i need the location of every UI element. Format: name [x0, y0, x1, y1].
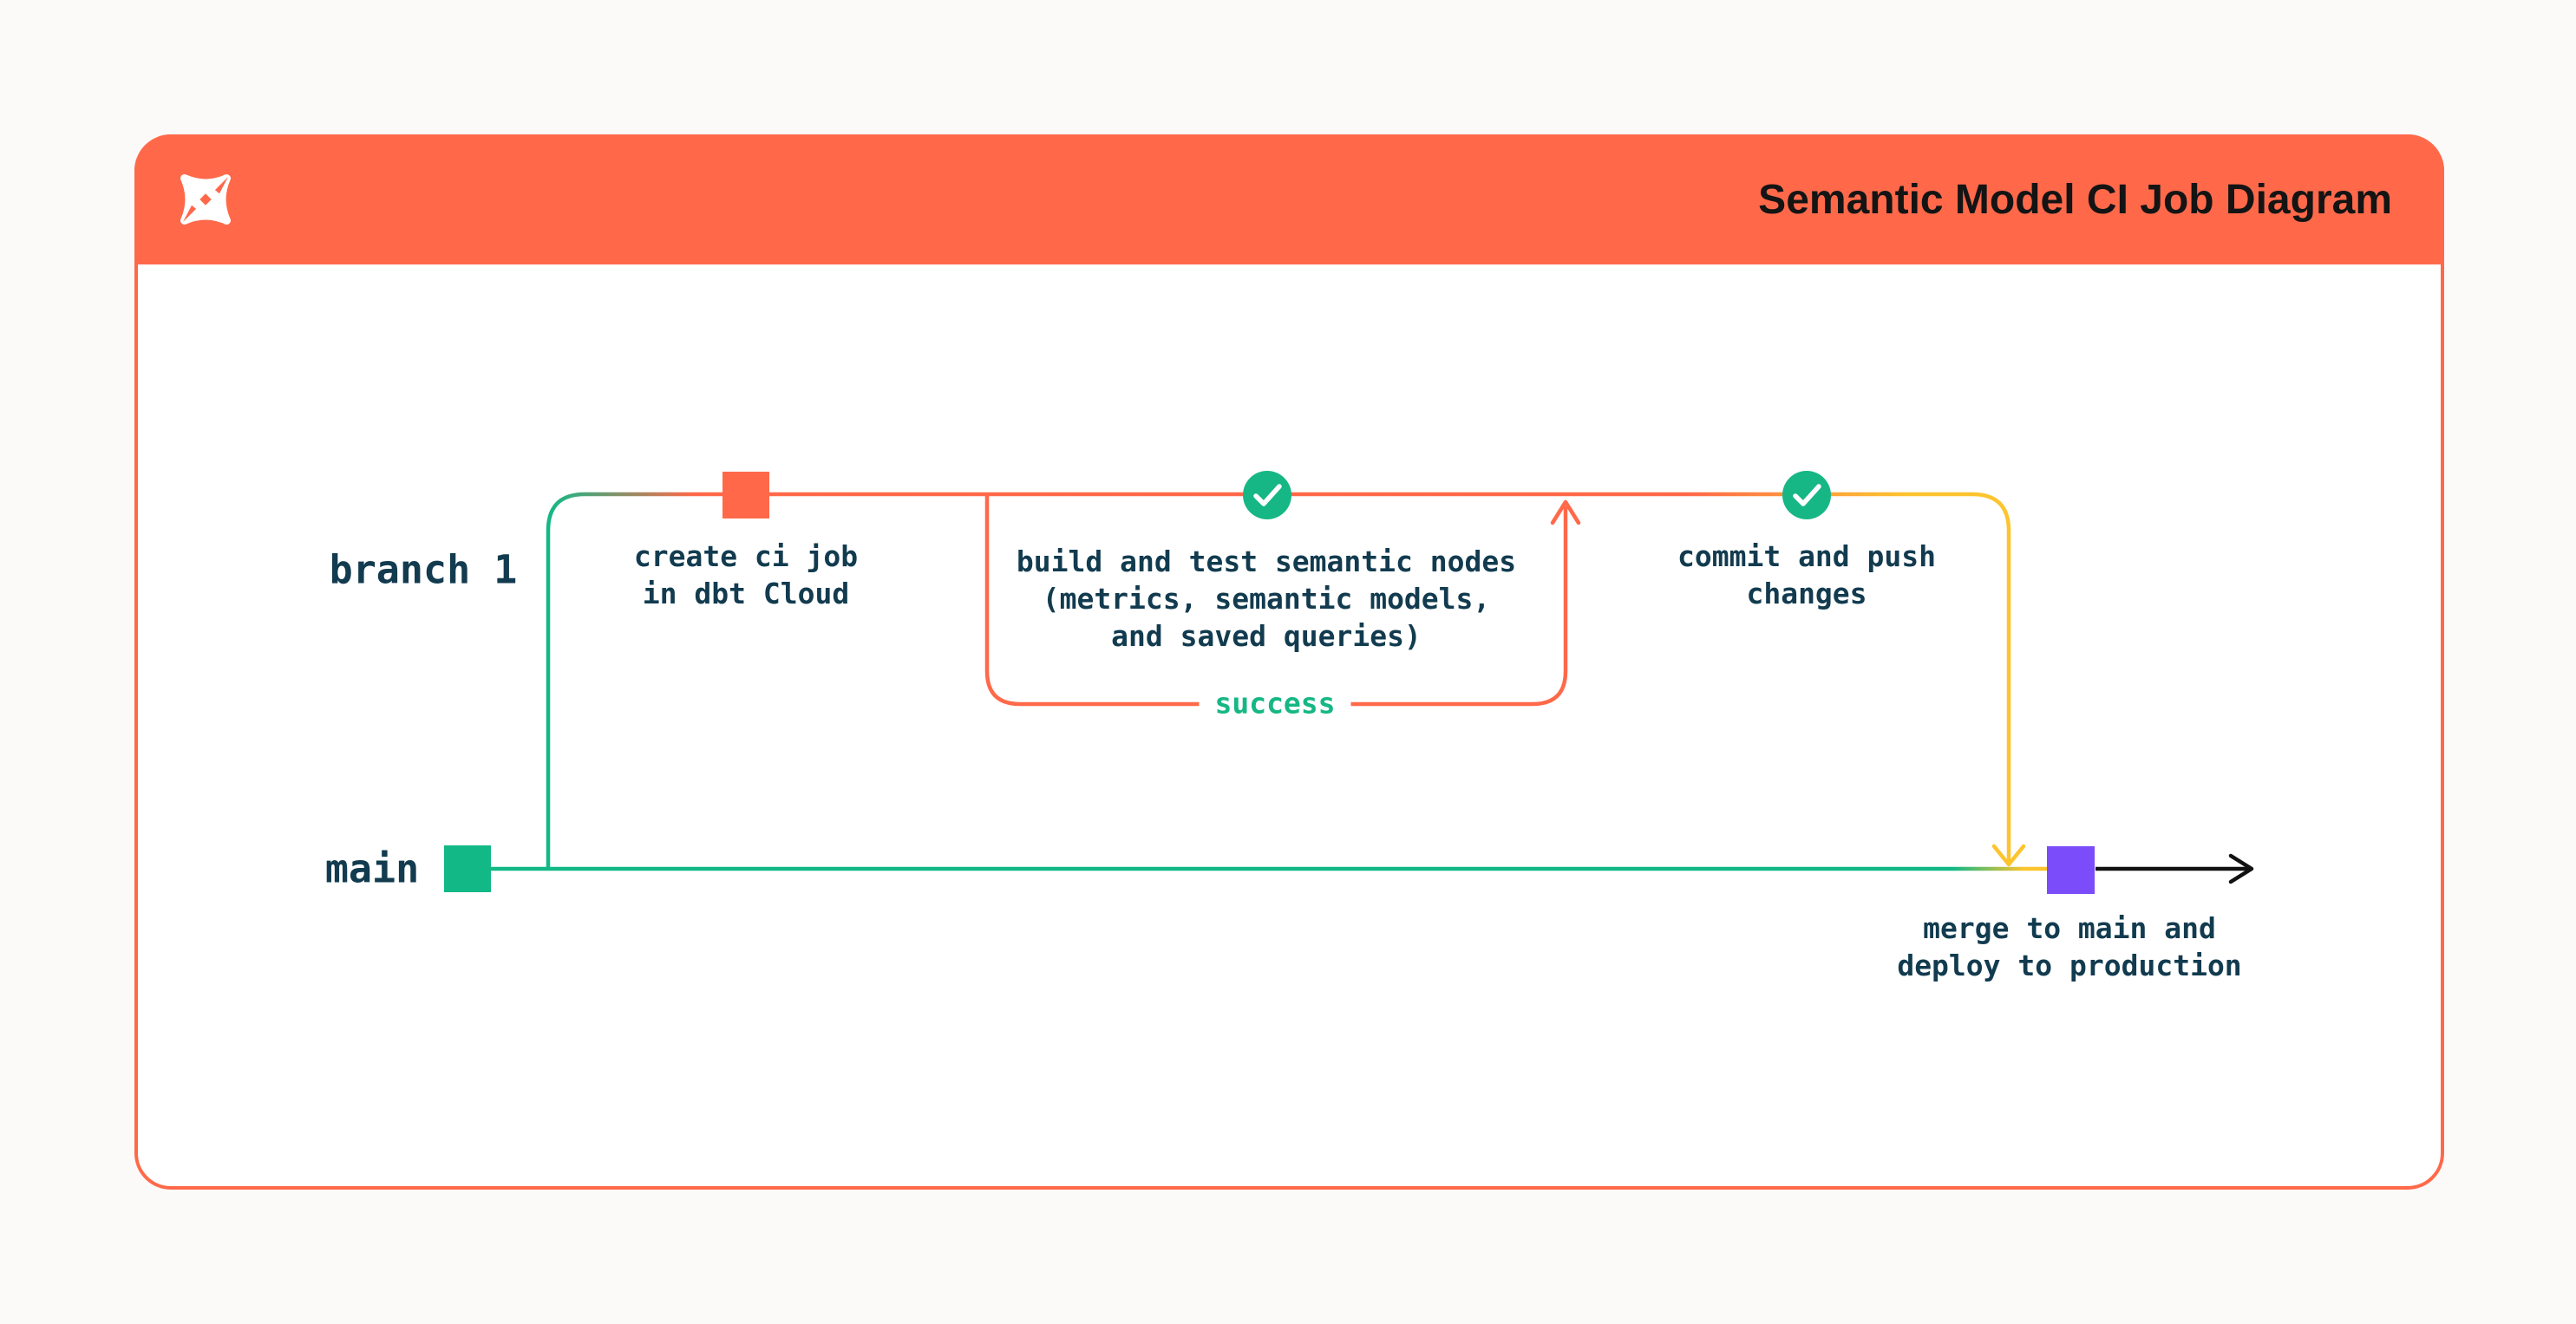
- node-merge-deploy: merge to main and deploy to production: [1897, 911, 2242, 982]
- merge-commit-square-icon: [2047, 846, 2095, 894]
- success-label: success: [1199, 686, 1351, 721]
- main-label: main: [324, 845, 420, 892]
- main-commit-square-icon: [444, 845, 491, 892]
- branch-1-label: branch 1: [329, 546, 518, 593]
- card-header: Semantic Model CI Job Diagram: [134, 134, 2444, 264]
- node-create-ci-job: create ci job in dbt Cloud: [633, 539, 859, 610]
- diagram-card: Semantic Model CI Job Diagram: [134, 134, 2444, 1190]
- page-title: Semantic Model CI Job Diagram: [1758, 176, 2392, 223]
- node-build-test-semantic-nodes: build and test semantic nodes (metrics, …: [1016, 545, 1517, 653]
- dbt-logo-center-diamond: [199, 193, 212, 205]
- dbt-logo-icon: [180, 174, 231, 225]
- dbt-logo-notch-sw: [182, 205, 197, 223]
- success-loop-arrowhead: [1550, 499, 1581, 525]
- main-arrowhead: [2228, 853, 2254, 884]
- build-test-check-icon: [1243, 471, 1291, 519]
- node-commit-push-changes: commit and push changes: [1677, 539, 1937, 610]
- dbt-logo-notch-ne: [214, 176, 229, 194]
- commit-push-check-icon: [1782, 471, 1831, 519]
- create-ci-commit-square-icon: [722, 472, 769, 519]
- merge-down-arrowhead: [1991, 844, 2026, 867]
